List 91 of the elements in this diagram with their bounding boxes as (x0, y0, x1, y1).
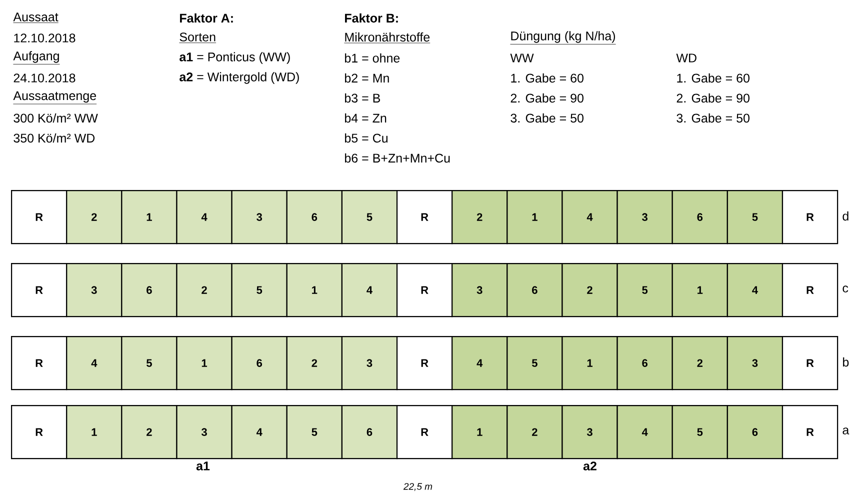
plot-cell: 2 (66, 190, 122, 244)
border-plot: R (782, 263, 838, 318)
heading-text: Aussaat (13, 12, 59, 23)
info-text: b4 = Zn (345, 113, 386, 123)
plot-cell: 5 (672, 405, 728, 460)
plot-cell: 6 (121, 263, 178, 318)
plot-cell: 1 (672, 263, 728, 318)
plot-cell: 2 (562, 263, 618, 318)
plot-cell: 2 (121, 405, 178, 460)
info-text: b6 = B+Zn+Mn+Cu (345, 153, 450, 163)
border-plot: R (11, 405, 68, 460)
plot-cell: 2 (176, 263, 232, 318)
block-label: a2 (583, 462, 596, 470)
info-text: 3. Gabe = 50 (510, 113, 584, 123)
plot-cell: 3 (341, 336, 398, 390)
plot-cell: 3 (562, 405, 618, 460)
heading-text: Sorten (179, 32, 216, 44)
border-plot: R (396, 263, 453, 318)
heading-text: Düngung (kg N/ha) (510, 31, 616, 44)
info-text: 1. Gabe = 60 (511, 73, 584, 83)
plot-cell: 2 (286, 336, 342, 390)
plot-cell: 2 (452, 190, 508, 244)
plot-cell: 1 (176, 336, 232, 390)
plot-cell: 6 (672, 190, 728, 244)
info-text: WD (676, 54, 696, 62)
plot-cell: 6 (726, 405, 784, 460)
plot-cell: 3 (726, 336, 784, 390)
info-text: 2. Gabe = 90 (676, 93, 750, 103)
info-text: b3 = B (345, 93, 380, 103)
border-plot: R (396, 190, 453, 244)
info-text: a1 = Ponticus (WW) (180, 52, 290, 64)
plot-cell: 6 (616, 336, 673, 390)
border-plot: R (11, 263, 68, 318)
plot-cell: 5 (506, 336, 563, 390)
plot-cell: 3 (231, 190, 288, 244)
plot-cell: 3 (616, 190, 673, 244)
border-plot: R (396, 336, 453, 390)
heading-text: Faktor B: (345, 13, 398, 23)
info-text: 2. Gabe = 90 (510, 93, 584, 103)
plot-cell: 3 (176, 405, 232, 460)
plot-cell: 4 (726, 263, 784, 318)
border-plot: R (396, 405, 453, 460)
plot-cell: 5 (231, 263, 288, 318)
plot-cell: 1 (452, 405, 508, 460)
border-plot: R (782, 190, 838, 244)
plot-cell: 5 (121, 336, 178, 390)
plot-cell: 2 (506, 405, 563, 460)
plot-cell: 4 (231, 405, 288, 460)
heading-text: Aussaatmenge (13, 91, 97, 104)
plot-cell: 6 (231, 336, 288, 390)
plot-cell: 4 (616, 405, 673, 460)
info-text: 24.10.2018 (14, 74, 76, 82)
plot-cell: 3 (66, 263, 122, 318)
border-plot: R (11, 336, 68, 390)
plot-cell: 1 (506, 190, 563, 244)
plot-cell: 4 (66, 336, 122, 390)
info-text: 350 Kö/m² WD (14, 133, 95, 143)
info-text: a2 = Wintergold (WD) (180, 72, 299, 84)
plot-cell: 6 (341, 405, 398, 460)
info-text: WW (510, 54, 534, 62)
heading-text: Aufgang (13, 51, 60, 64)
info-text: 12.10.2018 (14, 34, 76, 42)
plot-cell: 6 (506, 263, 563, 318)
border-plot: R (11, 190, 68, 244)
plot-cell: 1 (121, 190, 178, 244)
plot-cell: 5 (286, 405, 342, 460)
plot-cell: 2 (672, 336, 728, 390)
plot-cell: 4 (176, 190, 232, 244)
border-plot: R (782, 336, 838, 390)
info-text: 300 Kö/m² WW (14, 113, 98, 123)
heading-text: Mikronährstoffe (344, 32, 430, 44)
info-text: b1 = ohne (345, 53, 400, 63)
plot-cell: 1 (562, 336, 618, 390)
border-plot: R (782, 405, 838, 460)
dimension-label: 22,5 m (403, 483, 432, 491)
plot-cell: 3 (452, 263, 508, 318)
info-text: b5 = Cu (345, 133, 388, 143)
plot-cell: 1 (286, 263, 342, 318)
info-text: 1. Gabe = 60 (677, 73, 750, 83)
heading-text: Faktor A: (180, 13, 233, 23)
plot-cell: 5 (726, 190, 784, 244)
info-text: b2 = Mn (345, 73, 389, 83)
block-label: a1 (196, 462, 210, 470)
info-text: 3. Gabe = 50 (676, 113, 750, 123)
plot-cell: 4 (562, 190, 618, 244)
plot-cell: 5 (616, 263, 673, 318)
plot-cell: 6 (286, 190, 342, 244)
plot-cell: 4 (452, 336, 508, 390)
plot-cell: 5 (341, 190, 398, 244)
plot-cell: 4 (341, 263, 398, 318)
plot-cell: 1 (66, 405, 122, 460)
